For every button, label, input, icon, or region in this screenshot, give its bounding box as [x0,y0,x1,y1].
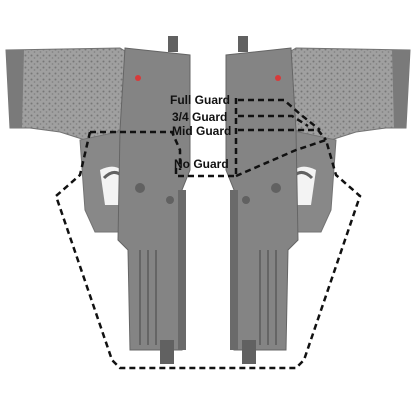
guard-center-divider [174,98,238,178]
holster-body-outline [54,131,362,370]
no-guard-outline-right [235,138,327,178]
right-pistol-slide [225,47,299,351]
no-guard-outline-left [90,130,182,170]
left-sight-dot [135,75,141,81]
left-pistol-muzzle [160,340,174,364]
mid-guard-label: Mid Guard [172,124,232,138]
right-pistol-muzzle [242,340,256,364]
right-pistol [225,36,411,364]
full-guard-outline [238,98,321,131]
full-guard-label: Full Guard [170,93,230,107]
three-quarter-guard-outline [238,114,309,128]
left-pistol [5,36,191,364]
right-sight-dot [275,75,281,81]
mid-guard-outline [238,128,327,141]
three-quarter-guard-label: 3/4 Guard [172,110,228,124]
no-guard-label: No Guard [174,157,229,171]
guard-outlines [54,98,362,370]
left-pistol-slide [117,47,191,351]
